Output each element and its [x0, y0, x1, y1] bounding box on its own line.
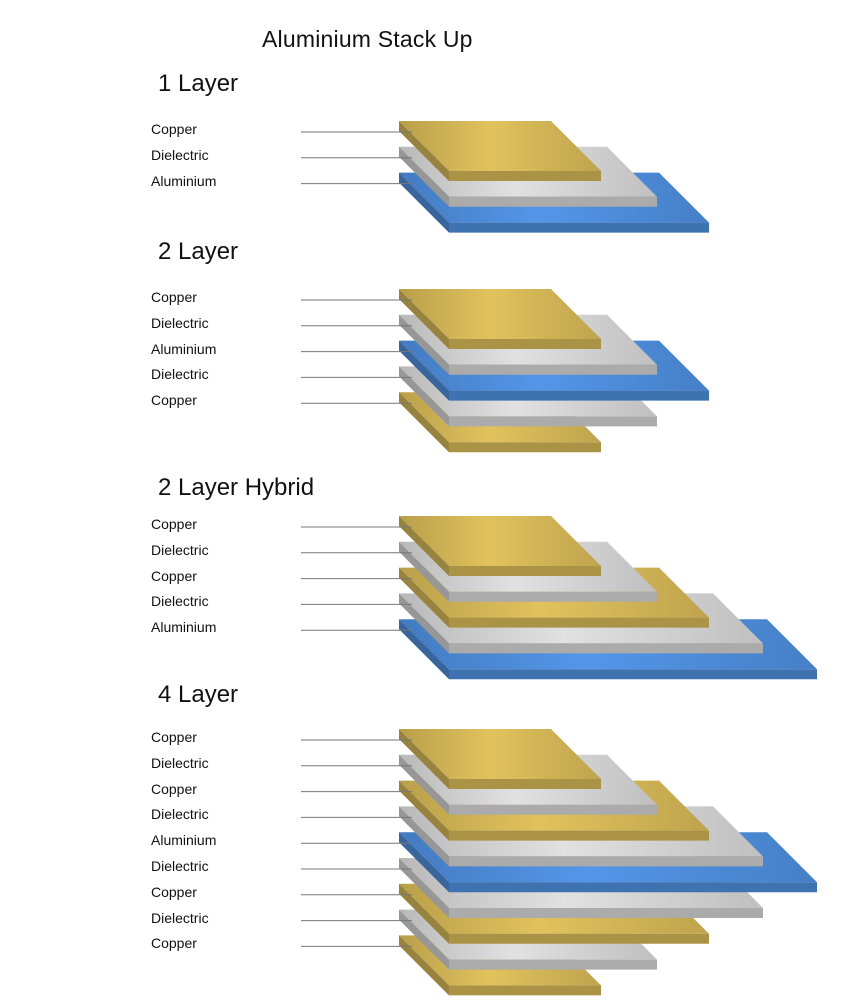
layer-label-dielectric: Dielectric — [151, 146, 209, 163]
stack-illustration — [301, 289, 709, 453]
layer-label-dielectric: Dielectric — [151, 541, 209, 558]
layer-label-dielectric: Dielectric — [151, 754, 209, 771]
layer-label-dielectric: Dielectric — [151, 909, 209, 926]
stack-illustration — [301, 121, 709, 233]
layer-label-dielectric: Dielectric — [151, 858, 209, 874]
plate-copper — [399, 121, 601, 181]
layer-label-copper: Copper — [151, 121, 197, 137]
layer-label-copper: Copper — [151, 729, 197, 745]
section-heading: 2 Layer — [158, 238, 239, 265]
layer-label-copper: Copper — [151, 289, 197, 305]
stack-illustration — [301, 516, 817, 680]
layer-label-copper: Copper — [151, 780, 197, 797]
layer-label-dielectric: Dielectric — [151, 593, 209, 610]
layer-label-aluminium: Aluminium — [151, 619, 217, 636]
layer-label-copper: Copper — [151, 567, 197, 584]
layer-label-dielectric: Dielectric — [151, 314, 209, 331]
plate-copper — [399, 729, 601, 789]
diagram-title: Aluminium Stack Up — [262, 26, 473, 52]
plate-copper — [399, 289, 601, 349]
section-heading: 2 Layer Hybrid — [158, 474, 315, 501]
layer-label-copper: Copper — [151, 516, 197, 532]
stack-illustration — [301, 729, 817, 996]
layer-label-aluminium: Aluminium — [151, 340, 217, 357]
section-heading: 1 Layer — [158, 70, 239, 97]
plate-copper — [399, 516, 601, 576]
layer-label-aluminium: Aluminium — [151, 832, 217, 849]
layer-label-dielectric: Dielectric — [151, 366, 209, 383]
layer-label-copper: Copper — [151, 883, 197, 900]
layer-label-copper: Copper — [151, 935, 197, 952]
layer-label-aluminium: Aluminium — [151, 172, 217, 189]
section-heading: 4 Layer — [158, 681, 239, 708]
layer-label-copper: Copper — [151, 392, 197, 409]
layer-label-dielectric: Dielectric — [151, 806, 209, 823]
